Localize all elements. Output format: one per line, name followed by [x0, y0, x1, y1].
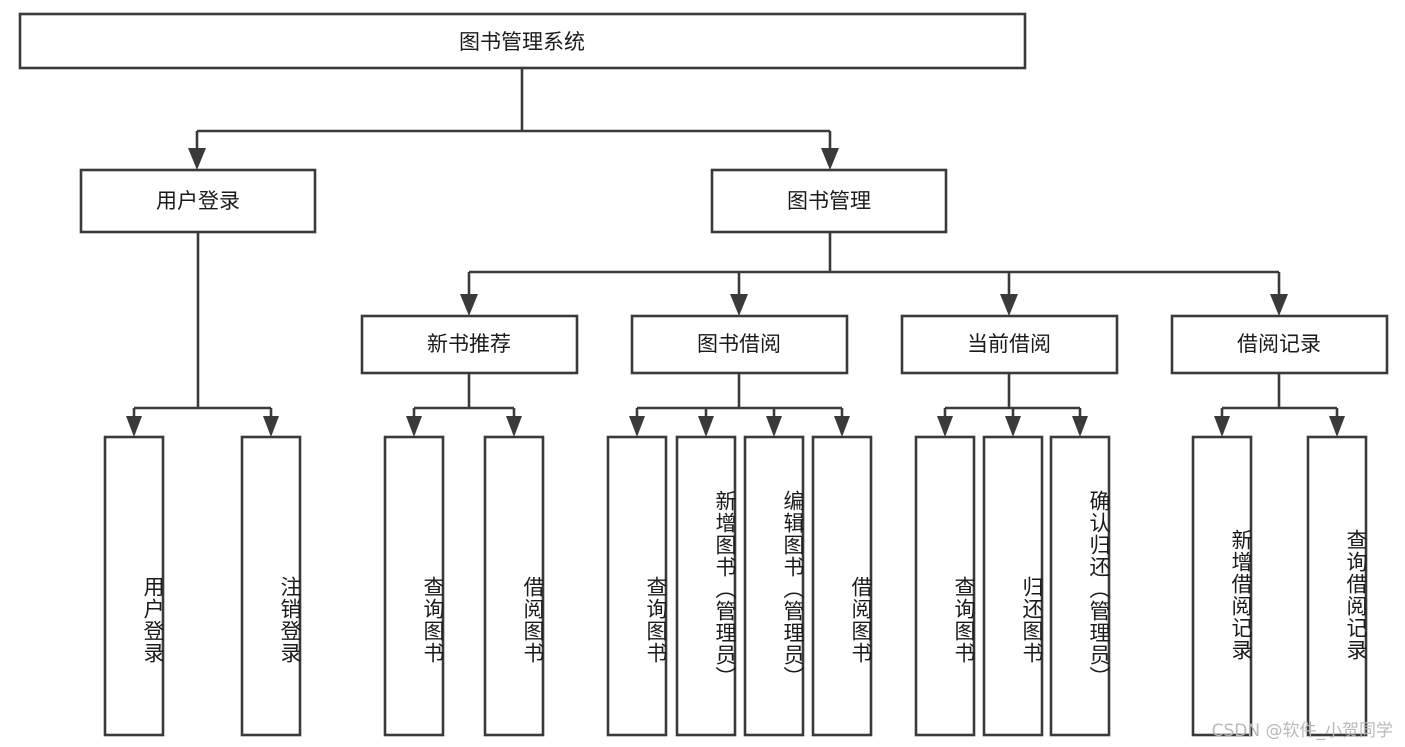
- node-book-manage[interactable]: 图书管理: [710, 168, 948, 234]
- arrow-head-current-borrow: [1000, 294, 1018, 316]
- edge-group-book-manage-to-level2: [460, 232, 1288, 316]
- leaf-box-book-borrow-3[interactable]: [811, 435, 873, 737]
- node-borrow-record-box[interactable]: [1170, 314, 1389, 375]
- arrow-head-book-borrow: [730, 294, 748, 316]
- leaf-box-book-borrow-1[interactable]: [675, 435, 737, 737]
- edge-group-borrow-record-to-leaves: [1214, 373, 1345, 437]
- edge-group-root-to-level1: [188, 68, 839, 170]
- arrow-head-borrow-record-leaf-0: [1214, 416, 1230, 437]
- edge-group-new-book-to-leaves: [406, 373, 522, 437]
- arrow-head-new-book-leaf-0: [406, 416, 422, 437]
- leaf-box-current-borrow-2[interactable]: [1049, 435, 1111, 737]
- arrow-head-current-borrow-leaf-0: [937, 416, 953, 437]
- arrow-head-book-borrow-leaf-3: [834, 416, 850, 437]
- node-current-borrow-box[interactable]: [900, 314, 1119, 375]
- node-book-borrow-box[interactable]: [630, 314, 849, 375]
- arrow-head-book-borrow-leaf-1: [698, 416, 714, 437]
- node-book-borrow[interactable]: 图书借阅: [630, 314, 849, 375]
- node-user-login-label: 用户登录: [156, 189, 240, 213]
- leaf-box-borrow-record-1[interactable]: [1306, 435, 1368, 737]
- node-current-borrow[interactable]: 当前借阅: [900, 314, 1119, 375]
- node-book-borrow-label: 图书借阅: [697, 332, 781, 356]
- leaf-box-user-login-0[interactable]: [103, 435, 165, 737]
- edge-group-user-login-to-leaves: [126, 232, 279, 437]
- leaf-box-new-book-1[interactable]: [483, 435, 545, 737]
- leaf-box-new-book-0[interactable]: [383, 435, 445, 737]
- leaf-box-user-login-1[interactable]: [240, 435, 302, 737]
- arrow-head-book-borrow-leaf-0: [629, 416, 645, 437]
- node-user-login-box[interactable]: [79, 168, 317, 234]
- arrow-head-borrow-record-leaf-1: [1329, 416, 1345, 437]
- node-root-label: 图书管理系统: [459, 30, 585, 54]
- edge-group-current-borrow-to-leaves: [937, 373, 1088, 437]
- node-new-book-label: 新书推荐: [427, 332, 511, 356]
- arrow-head-borrow-record: [1270, 294, 1288, 316]
- edge-group-book-borrow-to-leaves: [629, 373, 850, 437]
- node-current-borrow-label: 当前借阅: [967, 332, 1051, 356]
- node-book-manage-box[interactable]: [710, 168, 948, 234]
- arrow-head-new-book-leaf-1: [506, 416, 522, 437]
- arrow-head-current-borrow-leaf-2: [1072, 416, 1088, 437]
- leaf-box-borrow-record-0[interactable]: [1191, 435, 1253, 737]
- arrow-head-user-login-leaf-0: [126, 416, 142, 437]
- node-new-book-box[interactable]: [360, 314, 579, 375]
- node-new-book-recommend[interactable]: 新书推荐: [360, 314, 579, 375]
- node-borrow-record[interactable]: 借阅记录: [1170, 314, 1389, 375]
- node-root-system[interactable]: 图书管理系统: [18, 12, 1027, 70]
- node-user-login[interactable]: 用户登录: [79, 168, 317, 234]
- arrow-head-new-book: [460, 294, 478, 316]
- leaf-box-book-borrow-2[interactable]: [743, 435, 805, 737]
- arrow-head-user-login: [188, 148, 206, 170]
- leaf-box-current-borrow-1[interactable]: [982, 435, 1044, 737]
- node-book-manage-label: 图书管理: [787, 189, 871, 213]
- arrow-head-user-login-leaf-1: [263, 416, 279, 437]
- arrow-head-current-borrow-leaf-1: [1005, 416, 1021, 437]
- node-borrow-record-label: 借阅记录: [1237, 332, 1321, 356]
- node-root-box[interactable]: [18, 12, 1027, 70]
- leaf-box-current-borrow-0[interactable]: [914, 435, 976, 737]
- arrow-head-book-borrow-leaf-2: [766, 416, 782, 437]
- leaf-box-book-borrow-0[interactable]: [606, 435, 668, 737]
- arrow-head-book-manage: [821, 148, 839, 170]
